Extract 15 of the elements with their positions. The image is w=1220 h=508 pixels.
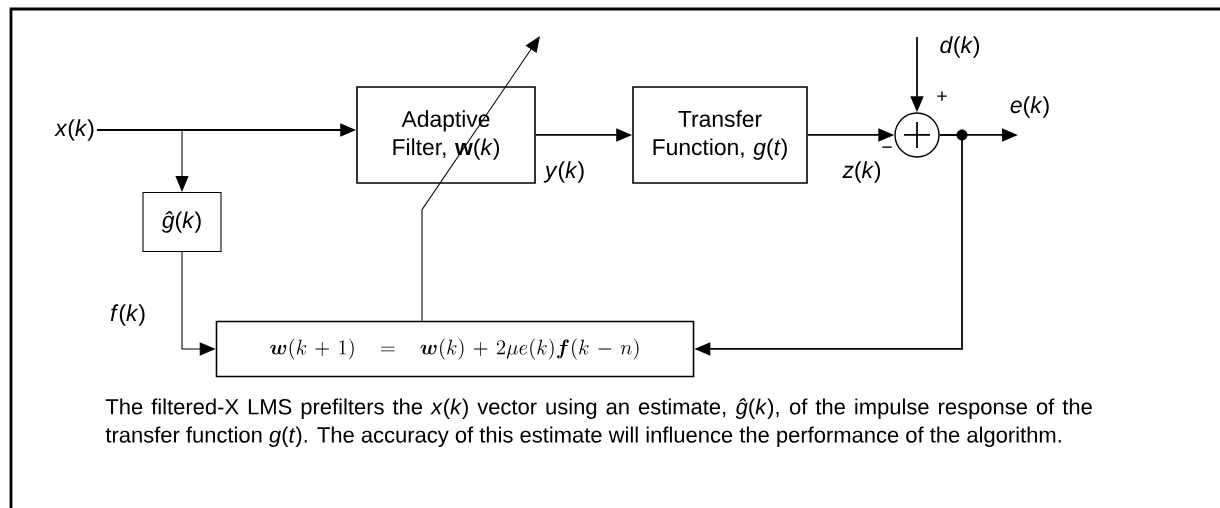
arrow — [96, 129, 189, 192]
edge-label: y(k) — [543, 159, 587, 185]
edge-label: f(k) — [108, 302, 148, 328]
caption: The filtered-X LMS prefilters the x(k) vector using an estimate, ĝ(k), of the impulse response of the transfer function g(t). The accuracy of this estimate will influence the performance of the algorithm. — [105, 398, 1092, 447]
sign-label: + — [937, 91, 947, 101]
process-box: ĝ(k) — [142, 191, 222, 253]
edge-label: e(k) — [1008, 94, 1052, 120]
arrow — [421, 36, 540, 322]
summing-junction — [894, 112, 940, 158]
process-box: Transfer Function, g(t) — [632, 86, 808, 184]
sign-label: − — [882, 146, 892, 148]
edge-label: z(k) — [840, 159, 884, 185]
update-equation-box: $\boldsymbol{w}(k+1) \;=\; \boldsymbol{w}(k)+2\mu e(k)\boldsymbol{f}(k-n)$ — [215, 320, 695, 378]
edge-label: d(k) — [937, 34, 983, 60]
signal-label: x(k) — [54, 119, 94, 141]
